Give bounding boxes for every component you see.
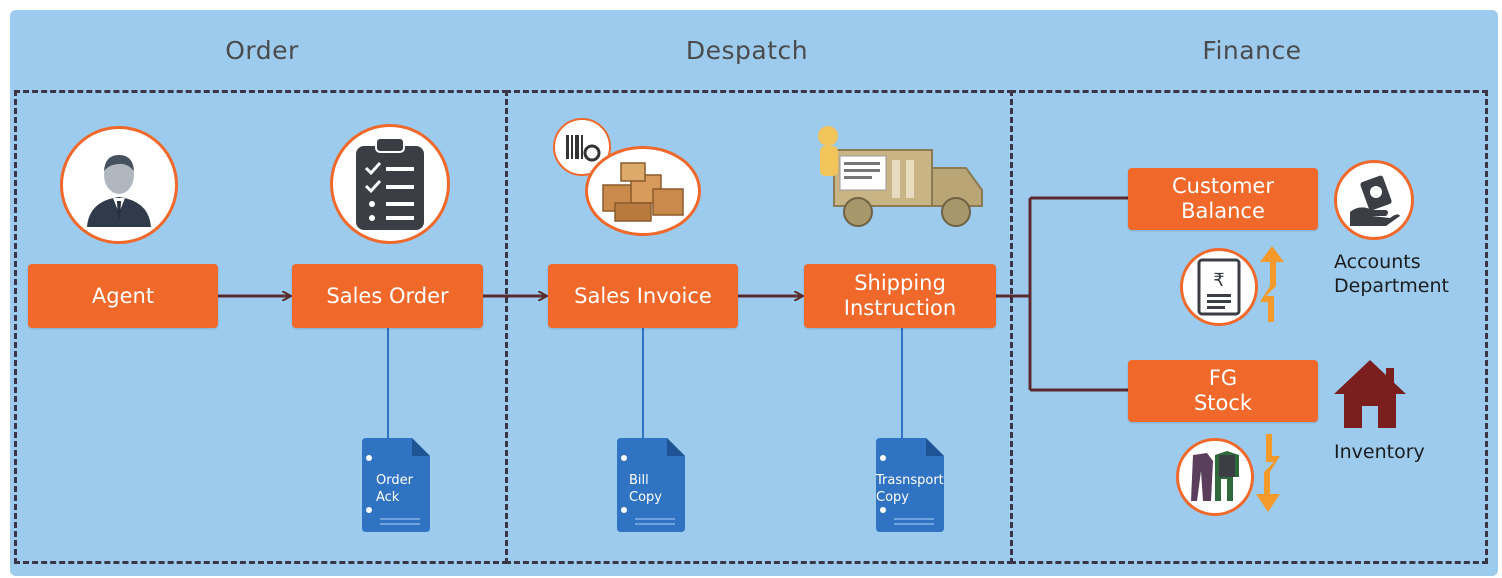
svg-text:₹: ₹ <box>1213 270 1224 291</box>
section-title-order: Order <box>225 36 299 65</box>
customer-balance-box: Customer Balance <box>1128 168 1318 230</box>
bill-copy-document: Bill Copy <box>617 438 685 532</box>
up-arrow-icon <box>1258 244 1286 324</box>
fg-stock-box: FG Stock <box>1128 360 1318 422</box>
order-ack-document: Order Ack <box>362 438 430 532</box>
money-hand-icon <box>1334 160 1414 240</box>
sales-order-box: Sales Order <box>292 264 483 328</box>
sales-invoice-box: Sales Invoice <box>548 264 738 328</box>
checklist-clipboard-icon <box>330 124 450 244</box>
section-title-despatch: Despatch <box>685 36 809 65</box>
zone-finance <box>1010 90 1488 564</box>
house-icon <box>1332 358 1408 430</box>
accounts-department-label: Accounts Department <box>1334 251 1449 297</box>
order-ack-label: Order Ack <box>376 473 413 505</box>
delivery-truck-icon <box>806 116 992 234</box>
agent-box: Agent <box>28 264 218 328</box>
transport-copy-document: Trasnsport Copy <box>876 438 944 532</box>
down-arrow-icon <box>1254 432 1282 514</box>
boxes-barcode-icon <box>585 146 701 236</box>
section-title-finance: Finance <box>1202 36 1302 65</box>
branch-to-finance <box>996 196 1128 392</box>
bill-copy-label: Bill Copy <box>629 473 662 505</box>
person-avatar-icon <box>60 126 178 244</box>
transport-copy-label: Trasnsport Copy <box>876 473 944 505</box>
clothes-icon <box>1176 438 1254 516</box>
shipping-instruction-box: Shipping Instruction <box>804 264 996 328</box>
rupee-document-icon: ₹ <box>1180 248 1258 326</box>
inventory-label: Inventory <box>1334 441 1425 463</box>
